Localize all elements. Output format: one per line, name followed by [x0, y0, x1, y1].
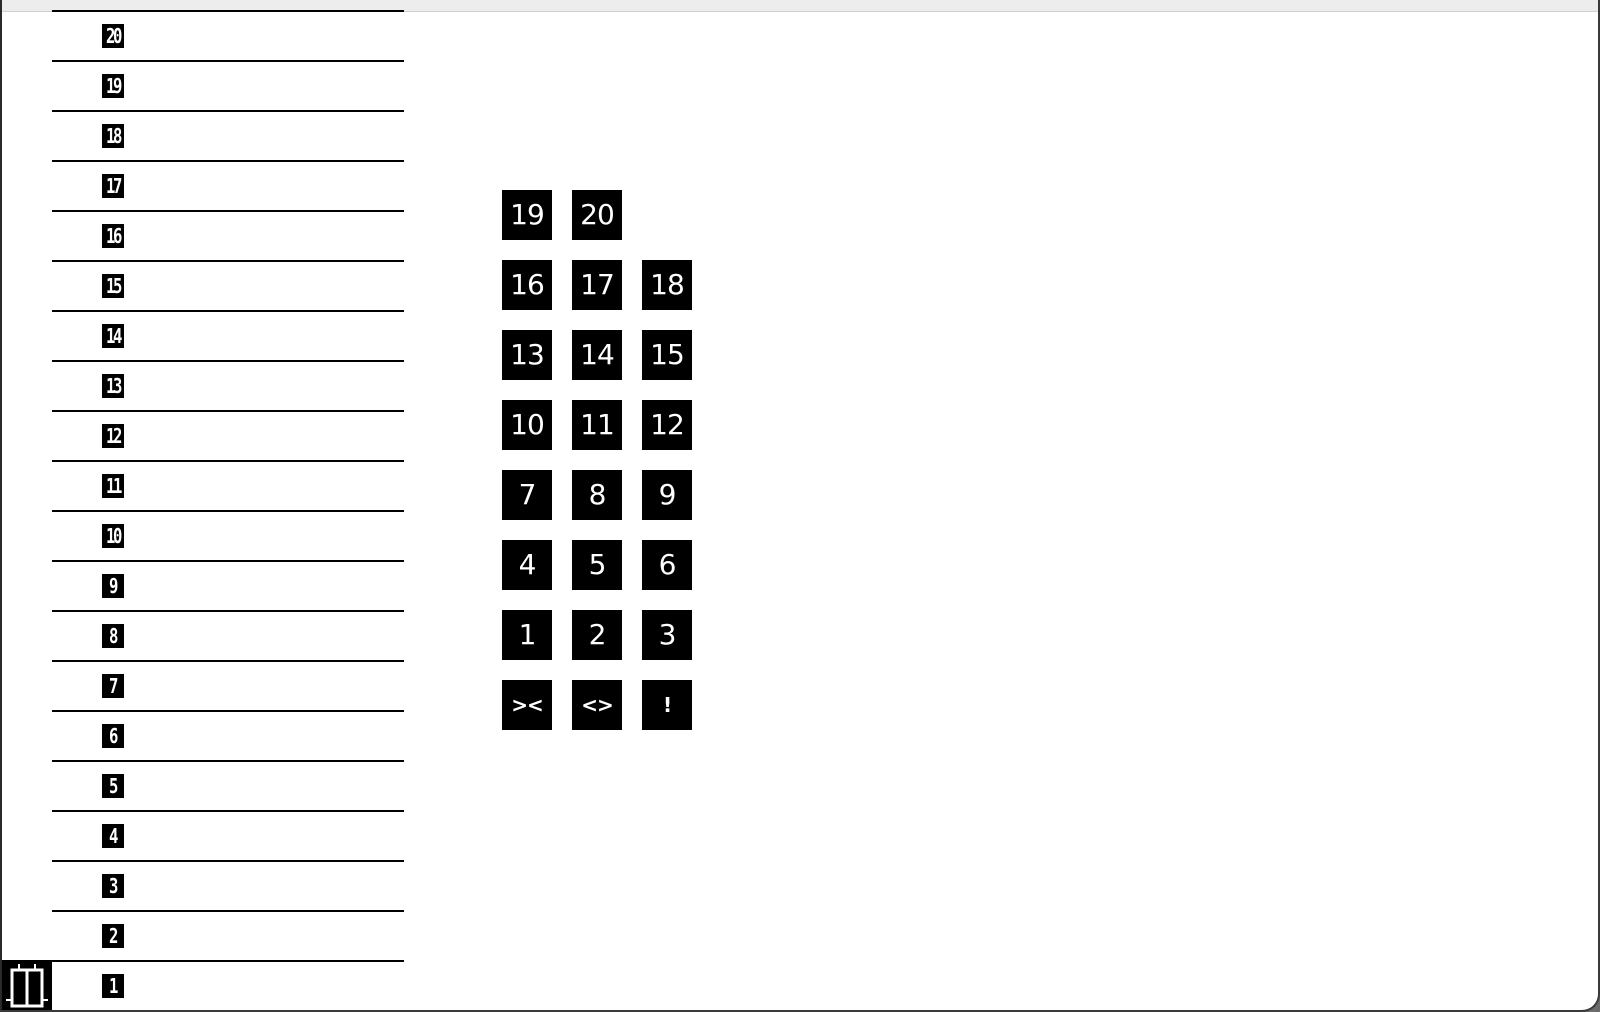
floor-label-11: 11: [102, 474, 124, 498]
window-edge: [0, 0, 2, 1010]
floor-label-15: 15: [102, 274, 124, 298]
floor-number: 14: [105, 324, 122, 348]
floor-row-13: 13: [52, 360, 404, 410]
floor-button-18[interactable]: 18: [642, 260, 692, 310]
close-doors-button[interactable]: ><: [502, 680, 552, 730]
floor-number: 1: [109, 974, 118, 998]
floor-row-5: 5: [52, 760, 404, 810]
floor-number: 9: [109, 574, 118, 598]
floor-number: 19: [105, 74, 122, 98]
floor-number: 12: [105, 424, 122, 448]
floor-button-16[interactable]: 16: [502, 260, 552, 310]
floor-button-5[interactable]: 5: [572, 540, 622, 590]
floor-number: 8: [109, 624, 118, 648]
floor-row-14: 14: [52, 310, 404, 360]
floor-button-9[interactable]: 9: [642, 470, 692, 520]
floor-row-17: 17: [52, 160, 404, 210]
floor-button-11[interactable]: 11: [572, 400, 622, 450]
floor-button-14[interactable]: 14: [572, 330, 622, 380]
keypad-row: 10 11 12: [502, 400, 696, 450]
floor-button-6[interactable]: 6: [642, 540, 692, 590]
floor-row-7: 7: [52, 660, 404, 710]
floor-number: 13: [105, 374, 122, 398]
floor-row-15: 15: [52, 260, 404, 310]
elevator-car: [2, 960, 52, 1010]
floor-label-8: 8: [102, 624, 124, 648]
floor-row-20: 20: [52, 10, 404, 60]
alarm-button[interactable]: !: [642, 680, 692, 730]
floor-label-1: 1: [102, 974, 124, 998]
floor-number: 2: [109, 924, 118, 948]
floor-label-6: 6: [102, 724, 124, 748]
title-bar: [0, 0, 1598, 12]
floor-button-19[interactable]: 19: [502, 190, 552, 240]
floor-label-5: 5: [102, 774, 124, 798]
elevator-doors-icon: [6, 964, 48, 1008]
floor-row-4: 4: [52, 810, 404, 860]
floor-label-13: 13: [102, 374, 124, 398]
floor-button-15[interactable]: 15: [642, 330, 692, 380]
floor-button-2[interactable]: 2: [572, 610, 622, 660]
floor-button-17[interactable]: 17: [572, 260, 622, 310]
floor-number: 7: [109, 674, 118, 698]
floor-row-1: 1: [52, 960, 404, 1010]
floor-label-9: 9: [102, 574, 124, 598]
open-doors-button[interactable]: <>: [572, 680, 622, 730]
keypad-row: 13 14 15: [502, 330, 696, 380]
floor-label-14: 14: [102, 324, 124, 348]
floor-row-8: 8: [52, 610, 404, 660]
floor-label-2: 2: [102, 924, 124, 948]
floor-number: 16: [105, 224, 122, 248]
floor-number: 15: [105, 274, 122, 298]
floor-row-19: 19: [52, 60, 404, 110]
floor-number: 11: [105, 474, 122, 498]
floor-button-13[interactable]: 13: [502, 330, 552, 380]
floor-row-9: 9: [52, 560, 404, 610]
floor-row-2: 2: [52, 910, 404, 960]
floor-button-20[interactable]: 20: [572, 190, 622, 240]
floor-number: 5: [109, 774, 118, 798]
keypad-row: 16 17 18: [502, 260, 696, 310]
floor-label-20: 20: [102, 24, 124, 48]
floor-button-12[interactable]: 12: [642, 400, 692, 450]
keypad-controls-row: >< <>!: [502, 680, 696, 730]
floor-number: 3: [109, 874, 118, 898]
elevator-shaft: 20 19 18 17 16 15 14 13 12 11 10 9 8 7 6 5 4 3 2 1: [52, 10, 404, 1010]
floor-number: 17: [105, 174, 122, 198]
floor-row-3: 3: [52, 860, 404, 910]
floor-number: 6: [109, 724, 118, 748]
floor-number: 20: [105, 24, 122, 48]
floor-label-16: 16: [102, 224, 124, 248]
floor-label-7: 7: [102, 674, 124, 698]
floor-button-8[interactable]: 8: [572, 470, 622, 520]
floor-number: 4: [109, 824, 118, 848]
floor-label-19: 19: [102, 74, 124, 98]
floor-row-6: 6: [52, 710, 404, 760]
floor-button-1[interactable]: 1: [502, 610, 552, 660]
floor-label-10: 10: [102, 524, 124, 548]
floor-row-18: 18: [52, 110, 404, 160]
floor-row-12: 12: [52, 410, 404, 460]
floor-number: 10: [105, 524, 122, 548]
floor-row-11: 11: [52, 460, 404, 510]
floor-row-10: 10: [52, 510, 404, 560]
floor-number: 18: [105, 124, 122, 148]
floor-label-12: 12: [102, 424, 124, 448]
floor-button-3[interactable]: 3: [642, 610, 692, 660]
floor-label-18: 18: [102, 124, 124, 148]
floor-label-17: 17: [102, 174, 124, 198]
floor-row-16: 16: [52, 210, 404, 260]
floor-button-7[interactable]: 7: [502, 470, 552, 520]
floor-label-4: 4: [102, 824, 124, 848]
floor-button-4[interactable]: 4: [502, 540, 552, 590]
floor-button-10[interactable]: 10: [502, 400, 552, 450]
floor-label-3: 3: [102, 874, 124, 898]
